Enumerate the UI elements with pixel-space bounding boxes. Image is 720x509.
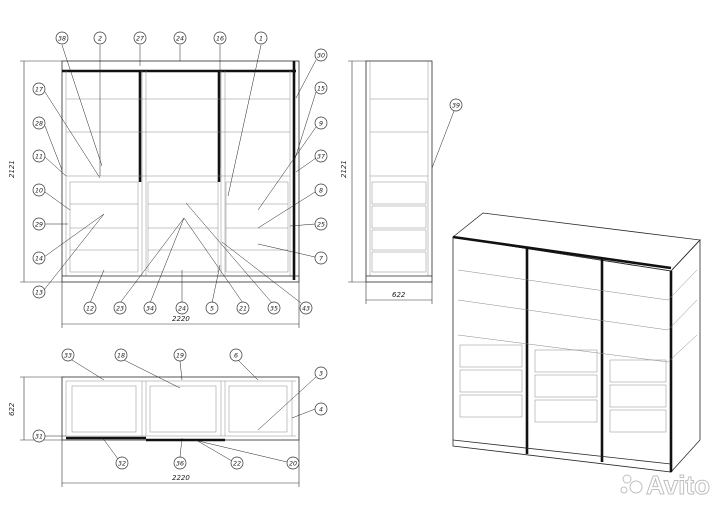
side-depth-dim: 622 [392, 291, 406, 299]
callout-15: 15 [292, 81, 328, 166]
svg-text:24: 24 [176, 36, 184, 43]
callout-27: 27 [133, 31, 147, 66]
svg-text:14: 14 [35, 256, 43, 263]
svg-text:36: 36 [176, 461, 184, 468]
svg-text:15: 15 [317, 86, 325, 93]
svg-text:6: 6 [234, 353, 238, 360]
callout-25: 25 [289, 217, 328, 231]
callout-19: 19 [173, 348, 187, 381]
callout-35: 35 [185, 202, 281, 315]
callout-31: 31 [32, 429, 66, 443]
plan-outline [61, 376, 300, 441]
svg-text:21: 21 [239, 306, 247, 313]
callout-29: 29 [32, 217, 68, 231]
watermark-text: Avito [646, 470, 710, 500]
plan-callouts: 33 18 19 6 3 4 20 22 36 32 31 [32, 348, 328, 470]
callout-6: 6 [229, 348, 259, 381]
callout-2: 2 [93, 31, 107, 176]
callout-24-top: 24 [173, 31, 187, 61]
callout-5: 5 [205, 264, 221, 315]
svg-text:31: 31 [35, 434, 43, 441]
svg-text:17: 17 [35, 87, 43, 94]
front-height-dim: 2121 [8, 160, 16, 178]
callout-1: 1 [227, 31, 268, 197]
svg-text:35: 35 [270, 306, 278, 313]
svg-text:8: 8 [319, 188, 323, 195]
svg-text:19: 19 [176, 353, 184, 360]
callout-34: 34 [143, 217, 185, 315]
side-callouts: 39 [431, 98, 463, 169]
callout-8: 8 [257, 183, 328, 229]
svg-text:43: 43 [302, 306, 310, 313]
svg-text:39: 39 [452, 103, 460, 110]
callout-18: 18 [114, 348, 181, 389]
svg-text:28: 28 [35, 121, 43, 128]
callout-33: 33 [61, 348, 105, 381]
callout-30: 30 [295, 48, 328, 99]
callout-7: 7 [257, 243, 328, 265]
svg-text:18: 18 [117, 353, 125, 360]
svg-text:34: 34 [146, 306, 154, 313]
callout-13: 13 [32, 213, 105, 299]
svg-text:10: 10 [35, 188, 43, 195]
callout-4: 4 [291, 402, 328, 419]
callout-24-bottom: 24 [175, 270, 189, 315]
svg-text:37: 37 [317, 154, 325, 161]
side-view: 2121 622 [340, 60, 433, 304]
svg-text:13: 13 [35, 290, 43, 297]
front-callouts: 38 2 27 24 16 1 30 15 9 37 8 25 7 43 35 … [32, 31, 328, 315]
callout-28: 28 [32, 116, 63, 171]
svg-text:7: 7 [319, 256, 323, 263]
callout-22: 22 [195, 439, 244, 470]
svg-text:30: 30 [317, 53, 325, 60]
svg-text:12: 12 [86, 306, 94, 313]
plan-depth-dim: 622 [8, 402, 16, 416]
callout-21: 21 [183, 217, 250, 315]
callout-36: 36 [173, 437, 187, 470]
svg-text:24: 24 [178, 306, 186, 313]
cabinet-outline [61, 60, 300, 283]
isometric-view [452, 212, 701, 474]
callout-37: 37 [295, 149, 328, 173]
svg-text:1: 1 [259, 36, 263, 43]
svg-text:9: 9 [319, 121, 323, 128]
svg-text:20: 20 [289, 461, 297, 468]
callout-10: 10 [32, 183, 71, 211]
callout-23: 23 [113, 217, 185, 315]
svg-text:27: 27 [136, 36, 144, 43]
svg-text:23: 23 [116, 306, 124, 313]
callout-14: 14 [32, 213, 105, 265]
callout-9: 9 [257, 116, 328, 211]
callout-38: 38 [55, 31, 103, 167]
callout-32: 32 [101, 436, 129, 470]
callout-16: 16 [213, 31, 227, 168]
svg-text:33: 33 [64, 353, 72, 360]
svg-text:38: 38 [58, 36, 66, 43]
avito-watermark: Avito [620, 470, 711, 501]
svg-text:16: 16 [216, 36, 224, 43]
callout-43: 43 [221, 241, 313, 315]
callout-17: 17 [32, 82, 101, 179]
plan-width-dim: 2220 [172, 474, 190, 482]
callout-3: 3 [257, 366, 328, 431]
front-width-dim: 2220 [172, 315, 190, 323]
callout-39: 39 [431, 98, 463, 169]
svg-text:25: 25 [317, 222, 325, 229]
svg-text:29: 29 [35, 222, 43, 229]
callout-20: 20 [193, 439, 300, 470]
svg-text:3: 3 [319, 371, 323, 378]
callout-11: 11 [32, 149, 67, 177]
front-view: 2121 2220 [8, 60, 300, 328]
side-outline [365, 60, 433, 283]
svg-text:5: 5 [210, 306, 214, 313]
callout-12: 12 [83, 269, 105, 315]
svg-text:2: 2 [98, 36, 102, 43]
plan-view: 622 2220 [8, 376, 300, 487]
svg-text:11: 11 [35, 154, 43, 161]
svg-text:32: 32 [118, 461, 126, 468]
side-height-dim: 2121 [340, 160, 348, 178]
svg-text:4: 4 [319, 407, 323, 414]
svg-text:22: 22 [233, 461, 241, 468]
